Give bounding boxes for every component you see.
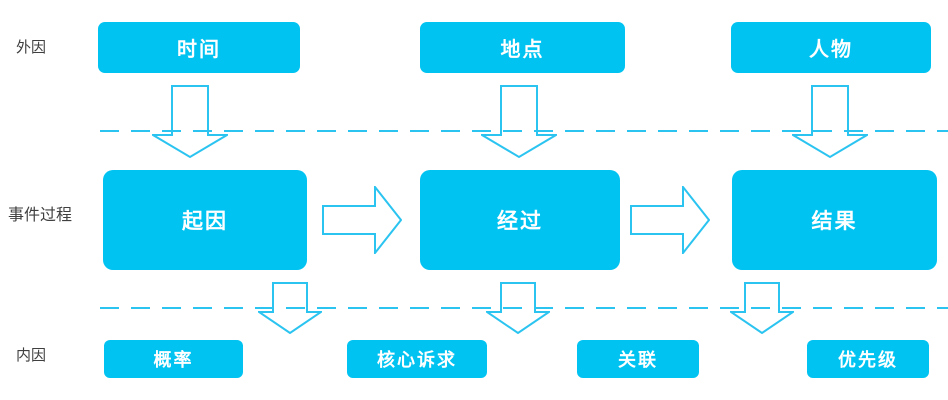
dashed-divider-bottom: [100, 307, 948, 309]
right-arrow-icon: [630, 186, 710, 254]
node-result[interactable]: 结果: [732, 170, 937, 270]
node-relation[interactable]: 关联: [577, 340, 699, 378]
right-arrow-icon: [322, 186, 402, 254]
down-arrow-icon: [481, 85, 557, 159]
node-priority[interactable]: 优先级: [807, 340, 929, 378]
dashed-divider-top: [100, 130, 948, 132]
node-cause[interactable]: 起因: [103, 170, 307, 270]
node-probability[interactable]: 概率: [104, 340, 243, 378]
node-time[interactable]: 时间: [98, 22, 300, 73]
down-arrow-icon: [152, 85, 228, 159]
node-course[interactable]: 经过: [420, 170, 620, 270]
node-person[interactable]: 人物: [731, 22, 931, 73]
row-label-internal: 内因: [16, 346, 47, 364]
node-place[interactable]: 地点: [420, 22, 625, 73]
node-core-demand[interactable]: 核心诉求: [347, 340, 487, 378]
down-arrow-icon: [792, 85, 868, 159]
row-label-external: 外因: [16, 38, 47, 56]
row-label-process: 事件过程: [8, 205, 73, 224]
